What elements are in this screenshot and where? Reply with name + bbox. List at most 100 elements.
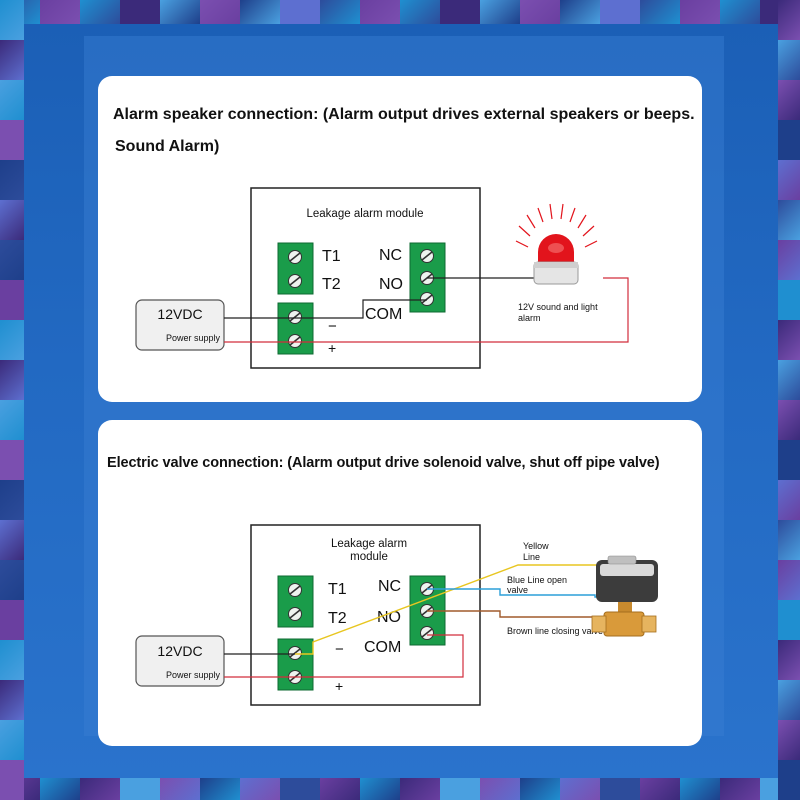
label-t1: T1 — [328, 581, 347, 598]
frame-tile — [480, 0, 520, 24]
frame-border-bottom — [0, 778, 800, 800]
frame-tile — [0, 0, 24, 40]
valve-connection-panel: Electric valve connection: (Alarm output… — [98, 420, 702, 746]
frame-tile — [280, 0, 320, 24]
power-supply-voltage: 12VDC — [157, 643, 202, 659]
screw-terminal-icon — [288, 310, 302, 324]
valve-section-title: Electric valve connection: (Alarm output… — [107, 455, 660, 471]
frame-tile — [0, 440, 24, 480]
frame-tile — [0, 480, 24, 520]
screw-terminal-icon — [288, 607, 302, 621]
t1-t2-terminal-block — [277, 242, 314, 295]
frame-tile — [0, 680, 24, 720]
frame-tile — [0, 200, 24, 240]
frame-tile — [80, 0, 120, 24]
frame-tile — [360, 0, 400, 24]
frame-tile — [0, 360, 24, 400]
brown-line-label: Brown line closing valve — [507, 626, 603, 636]
power-supply-label: Power supply — [166, 333, 221, 343]
frame-tile — [778, 600, 800, 640]
frame-tile — [778, 440, 800, 480]
frame-tile — [120, 0, 160, 24]
frame-tile — [778, 480, 800, 520]
label-no: NO — [377, 609, 401, 626]
screw-terminal-icon — [420, 292, 434, 306]
screw-terminal-icon — [288, 583, 302, 597]
com-wire — [295, 299, 427, 319]
frame-tile — [560, 0, 600, 24]
screw-terminal-icon — [288, 274, 302, 288]
yellow-line-label-1: Yellow — [523, 541, 549, 551]
frame-tile — [560, 778, 600, 800]
speaker-section-subtitle: Sound Alarm) — [115, 138, 220, 155]
frame-tile — [0, 160, 24, 200]
frame-tile — [320, 778, 360, 800]
frame-tile — [0, 760, 24, 800]
frame-tile — [400, 778, 440, 800]
frame-tile — [160, 0, 200, 24]
screw-terminal-icon — [420, 626, 434, 640]
speaker-connection-panel: Alarm speaker connection: (Alarm output … — [98, 76, 702, 402]
label-minus: − — [328, 318, 337, 335]
frame-tile — [80, 778, 120, 800]
frame-tile — [778, 320, 800, 360]
frame-tile — [160, 778, 200, 800]
frame-tile — [400, 0, 440, 24]
label-com: COM — [365, 306, 402, 323]
frame-tile — [778, 360, 800, 400]
frame-tile — [778, 40, 800, 80]
screw-terminal-icon — [288, 334, 302, 348]
frame-tile — [240, 778, 280, 800]
frame-tile — [680, 0, 720, 24]
alarm-label-line1: 12V sound and light — [518, 302, 598, 312]
frame-tile — [640, 778, 680, 800]
frame-tile — [320, 0, 360, 24]
frame-border-left — [0, 0, 24, 800]
frame-tile — [720, 778, 760, 800]
frame-tile — [0, 400, 24, 440]
frame-tile — [280, 778, 320, 800]
frame-border-top — [0, 0, 800, 24]
yellow-line-label-2: Line — [523, 552, 540, 562]
frame-tile — [778, 640, 800, 680]
frame-tile — [0, 520, 24, 560]
power-terminal-block — [277, 638, 314, 691]
frame-tile — [0, 320, 24, 360]
frame-tile — [440, 778, 480, 800]
frame-tile — [0, 40, 24, 80]
frame-tile — [778, 280, 800, 320]
blue-line-label-1: Blue Line open — [507, 575, 567, 585]
frame-tile — [0, 640, 24, 680]
power-supply-box — [135, 635, 225, 687]
label-t2: T2 — [322, 276, 341, 293]
label-t1: T1 — [322, 248, 341, 265]
frame-tile — [0, 560, 24, 600]
frame-tile — [0, 120, 24, 160]
frame-tile — [778, 720, 800, 760]
frame-tile — [520, 0, 560, 24]
frame-tile — [520, 778, 560, 800]
speaker-section-title: Alarm speaker connection: (Alarm output … — [113, 106, 695, 123]
t1-t2-terminal-block — [277, 575, 314, 628]
label-minus: − — [335, 641, 344, 658]
frame-tile — [600, 778, 640, 800]
blue-line-label-2: valve — [507, 585, 528, 595]
frame-tile — [778, 0, 800, 40]
power-supply-box — [135, 299, 225, 351]
screw-terminal-icon — [420, 249, 434, 263]
alarm-lamp-icon — [515, 203, 598, 285]
frame-tile — [480, 778, 520, 800]
label-com: COM — [364, 639, 401, 656]
frame-tile — [240, 0, 280, 24]
frame-tile — [200, 778, 240, 800]
frame-tile — [0, 280, 24, 320]
frame-tile — [40, 778, 80, 800]
module-title-line1: Leakage alarm — [331, 538, 407, 550]
power-terminal-block — [277, 302, 314, 355]
frame-tile — [0, 80, 24, 120]
screw-terminal-icon — [288, 646, 302, 660]
speaker-wiring-diagram: Leakage alarm module T1 T2 — [135, 187, 629, 369]
frame-border-right — [778, 0, 800, 800]
frame-tile — [778, 80, 800, 120]
frame-tile — [0, 720, 24, 760]
